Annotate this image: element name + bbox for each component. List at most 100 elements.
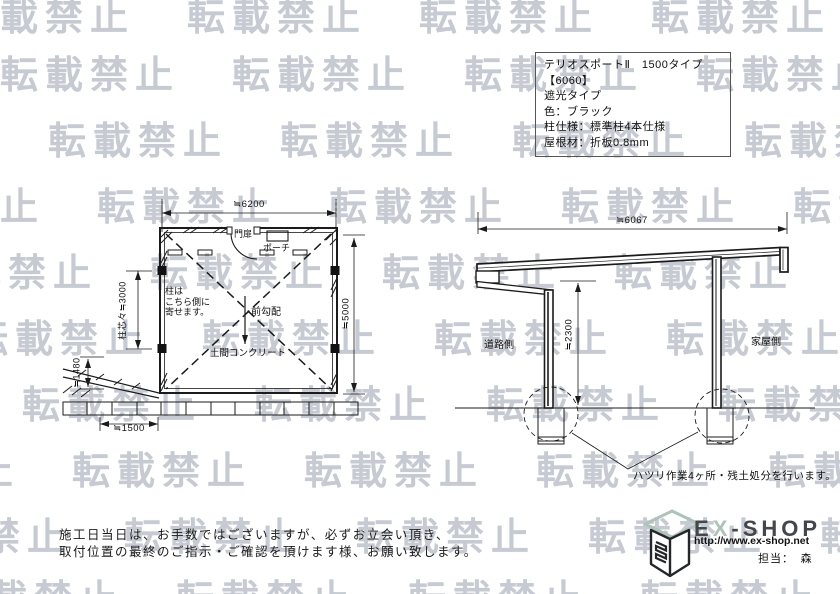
post-position-note: 柱は こちら側に 寄せます。: [165, 286, 210, 318]
front-frame-chord: [476, 280, 553, 296]
post-note-line2: こちら側に: [165, 296, 211, 307]
foundation-note: ハツリ作業4ヶ所・残土処分を行います。: [633, 470, 837, 482]
spec-color: 色：ブラック: [544, 105, 613, 118]
plan-view: [62, 199, 365, 431]
chipping-area-right: [694, 388, 750, 444]
spec-post-spec: 柱仕様：標準柱4本仕様: [544, 121, 666, 134]
post-note-line1: 柱は: [165, 286, 184, 296]
road-side-label: 道路側: [484, 340, 514, 351]
plan-diagonals: [165, 233, 332, 390]
ramp-hatching: [62, 369, 141, 398]
plan-posts: [157, 266, 340, 353]
spec-roof-material: 屋根材：折板0.8mm: [544, 136, 650, 149]
plan-hatching: [160, 226, 338, 392]
watermark-text: 転載禁止: [744, 121, 840, 163]
foundation-note-leader: [571, 431, 699, 470]
gate-post-left: [226, 226, 233, 235]
plan-dim-approach-w-lines: [99, 417, 159, 431]
watermark-text: 転載禁止: [768, 451, 840, 493]
watermark-text: 転載禁止: [718, 385, 840, 427]
watermark-text: 転載禁止: [0, 517, 73, 559]
elev-dim-height-lines: [560, 280, 596, 405]
watermark-text: 転載禁止: [176, 568, 356, 594]
post-note-line3: 寄せます。: [165, 307, 210, 317]
watermark-text: 転載禁止: [0, 440, 20, 495]
watermark-text: 転載禁止: [640, 568, 820, 594]
foundation-right: [706, 407, 734, 445]
watermark-text: 転載禁止: [232, 55, 413, 97]
watermark-text: 転載禁止: [72, 451, 253, 493]
watermark-text: 転載禁止: [820, 506, 840, 561]
watermark-text: 転載禁止: [0, 0, 136, 39]
elev-dim-width-lines: [477, 212, 788, 234]
watermark-text: 転載禁止: [419, 0, 600, 39]
watermark-text: 転載禁止: [356, 517, 537, 559]
chipping-area-left: [523, 386, 579, 442]
plan-dim-postspan-lines: [126, 270, 152, 350]
logo-letter-x: X: [712, 516, 732, 541]
watermark-text: 転載禁止: [304, 451, 485, 493]
watermark-text: 転載禁止: [696, 55, 840, 97]
watermark-text: 転載禁止: [486, 385, 667, 427]
watermark-text: 転載禁止: [124, 517, 305, 559]
watermark-text: 転載禁止: [793, 187, 840, 229]
watermark-text: 転載禁止: [48, 121, 229, 163]
watermark-text: 転載禁止: [280, 121, 461, 163]
exshop-box-icon: [644, 509, 702, 578]
exshop-url: http://www.ex-shop.net: [694, 535, 810, 547]
exshop-logo-text: EX-SHOP: [694, 516, 821, 542]
watermark-text: 転載禁止: [651, 0, 832, 39]
watermark-text: 転載禁止: [329, 187, 510, 229]
watermark-text: 転載禁止: [666, 319, 840, 361]
logo-letters-shop: -SHOP: [731, 516, 822, 541]
plan-dim-width-label: ≒6200: [233, 199, 265, 210]
watermark-text: 転載禁止: [464, 55, 645, 97]
gate-opening: [228, 226, 259, 235]
roof-end-fascia: [779, 246, 789, 273]
watermark-text: 転載禁止: [0, 187, 46, 229]
watermark-text: 転載禁止: [202, 319, 383, 361]
elev-dim-height-label: ≒2300: [563, 318, 575, 351]
slope-label: 前勾配: [251, 307, 281, 318]
watermark-text: 転載禁止: [0, 55, 181, 97]
spec-box: テリオスポートⅡ 1500タイプ【6060】 遮光タイプ 色：ブラック 柱仕様：…: [535, 52, 731, 157]
plan-dim-height-label: ≒5000: [340, 297, 352, 330]
watermark-text: 転載禁止: [561, 187, 742, 229]
roof-beam-innerline: [476, 251, 781, 269]
porch-label: ポーチ: [263, 243, 291, 253]
spec-product-name: テリオスポートⅡ 1500タイプ【6060】: [544, 59, 703, 87]
staff-in-charge: 担当： 森: [758, 553, 813, 565]
plan-dim-approach-w-label: ≒1500: [113, 423, 145, 434]
watermark-text: 転載禁止: [408, 568, 588, 594]
elev-dim-width-label: ≒6067: [616, 215, 648, 226]
gate-post-right: [253, 226, 261, 235]
watermark-text: 転載禁止: [536, 451, 717, 493]
construction-note-line1: 施工日当日は、お手数ではございますが、必ずお立会い頂き、: [59, 528, 450, 542]
approach-ramp: [62, 368, 160, 399]
foundation-left: [537, 407, 565, 445]
interior-blocks: [167, 249, 308, 256]
watermark-text: 転載禁止: [0, 319, 151, 361]
pavement: [62, 401, 359, 416]
plan-dim-postspan-label: 柱芯々≒3000: [117, 280, 128, 340]
porch-step: [266, 230, 289, 242]
watermark-text: 転載禁止: [187, 0, 368, 39]
spec-roof-type: 遮光タイプ: [544, 90, 602, 103]
watermark-text: 転載禁止: [97, 187, 278, 229]
logo-letter-e: E: [694, 516, 713, 541]
watermark-text: 転載禁止: [150, 253, 331, 295]
rear-post: [711, 256, 722, 409]
house-side-label: 家屋側: [751, 337, 781, 348]
construction-note-line2: 取付位置の最終のご指示・ご確認を頂けます様、お願い致します。: [59, 545, 478, 559]
floor-label: 土間コンクリート: [210, 348, 287, 359]
plan-dim-height-lines: [343, 234, 365, 395]
watermark-text: 転載禁止: [0, 568, 124, 594]
plan-dim-approach-h-lines: [80, 356, 104, 390]
watermark-text: 転載禁止: [0, 253, 99, 295]
elevation-view: [455, 212, 815, 470]
gate-swing-arc: [230, 232, 258, 260]
construction-note: 施工日当日は、お手数ではございますが、必ずお立会い頂き、 取付位置の最終のご指示…: [59, 527, 478, 561]
plan-dim-approach-h-label: ≒1480: [71, 356, 82, 388]
